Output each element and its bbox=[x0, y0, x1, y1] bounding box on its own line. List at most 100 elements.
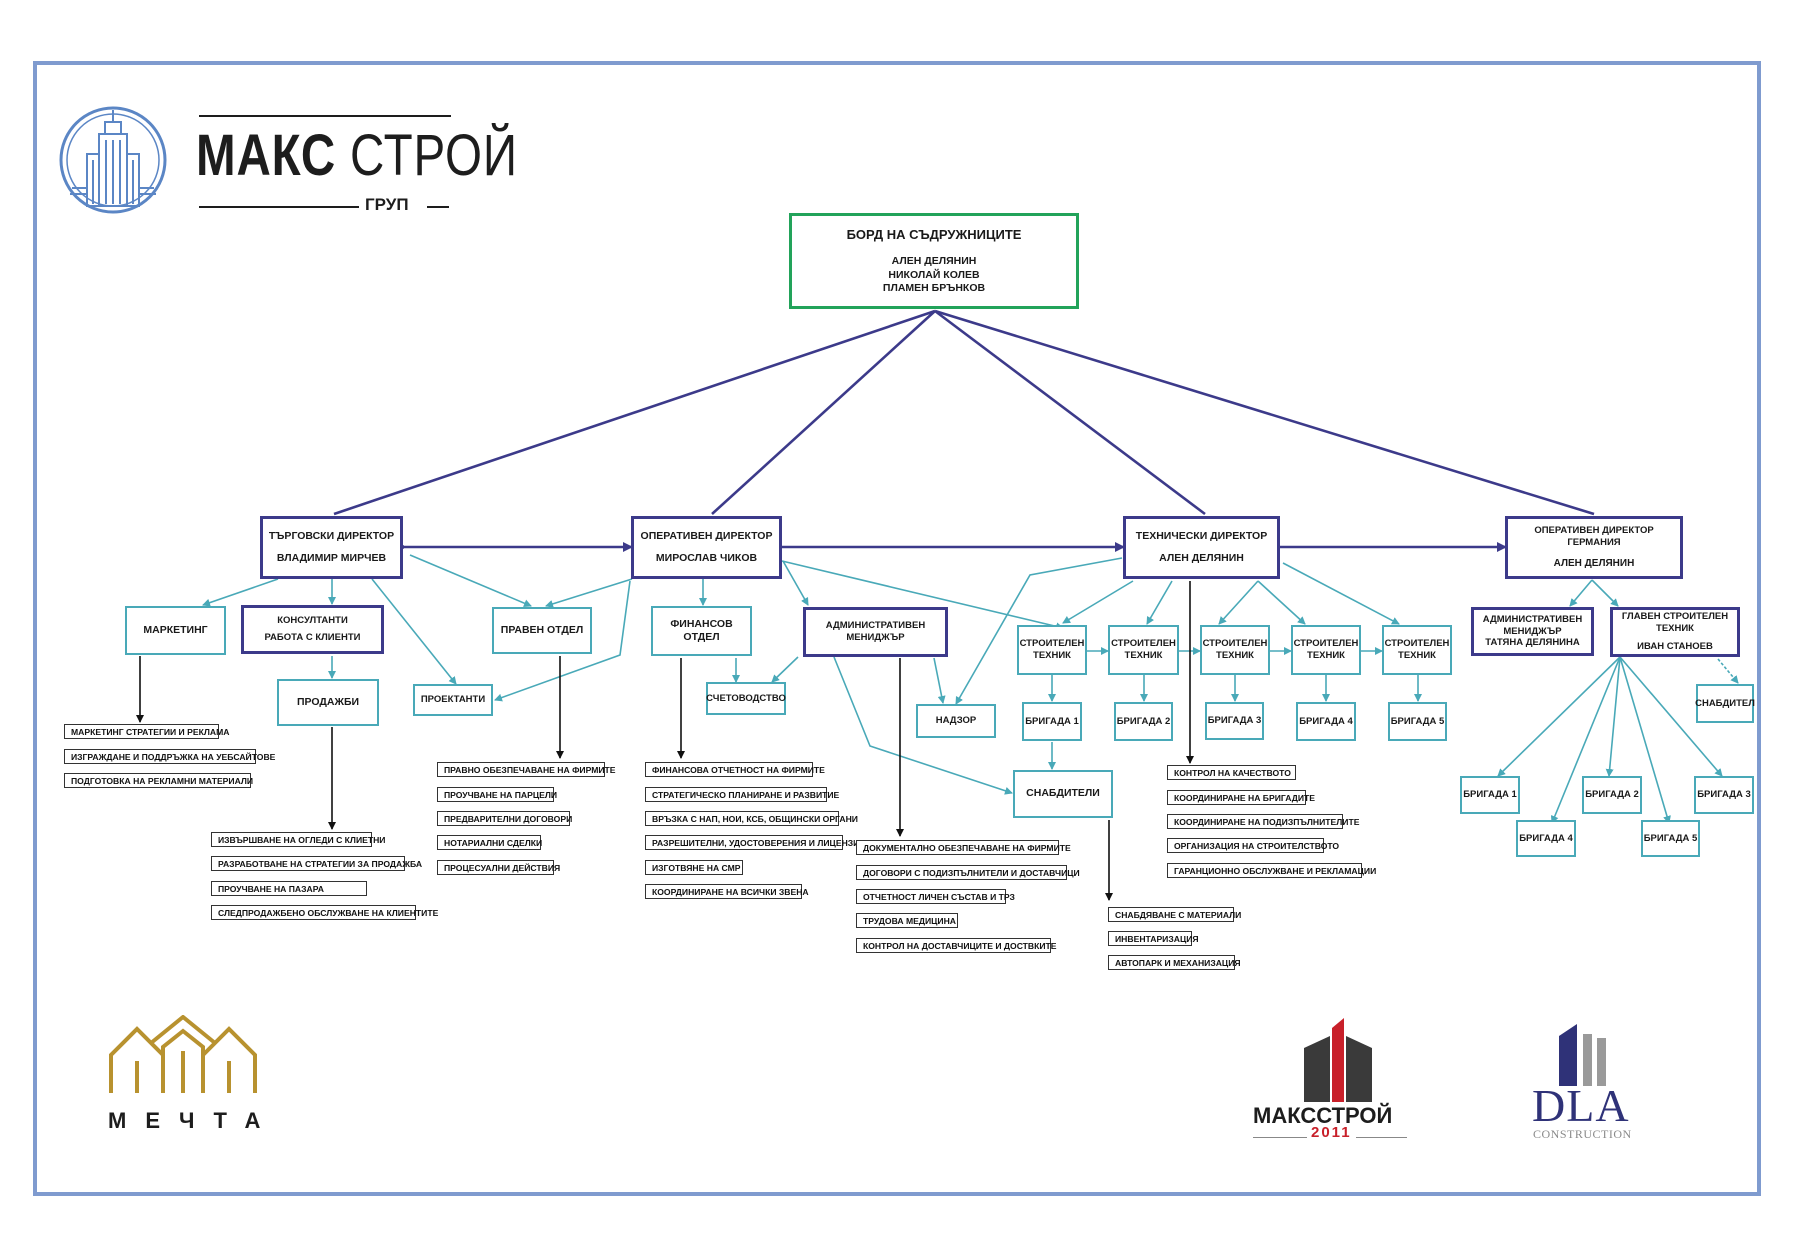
technical-director-box: ТЕХНИЧЕСКИ ДИРЕКТОР АЛЕН ДЕЛЯНИН bbox=[1123, 516, 1280, 579]
sales-box: ПРОДАЖБИ bbox=[277, 679, 379, 726]
list-item: КООРДИНИРАНЕ НА ВСИЧКИ ЗВЕНА bbox=[645, 884, 809, 899]
director-role: ОПЕРАТИВЕН ДИРЕКТОР ГЕРМАНИЯ bbox=[1534, 524, 1654, 548]
dla-logo-name: DLA bbox=[1532, 1080, 1630, 1131]
list-item: ОРГАНИЗАЦИЯ НА СТРОИТЕЛСТВОТО bbox=[1167, 838, 1339, 853]
dept-label: СТРОИТЕЛЕН bbox=[1293, 638, 1359, 650]
list-item: ИНВЕНТАРИЗАЦИЯ bbox=[1108, 931, 1199, 946]
dept-label: БРИГАДА 4 bbox=[1519, 832, 1573, 844]
de-brigade-box-1: БРИГАДА 1 bbox=[1460, 776, 1520, 814]
dla-logo-sub: CONSTRUCTION bbox=[1533, 1127, 1632, 1141]
logo-name-light: СТРОЙ bbox=[350, 123, 518, 188]
designers-box: ПРОЕКТАНТИ bbox=[413, 684, 493, 716]
list-item: ПРОУЧВАНЕ НА ПАЗАРА bbox=[211, 881, 367, 896]
maxstroy-2011-building-icon bbox=[1304, 1018, 1372, 1102]
director-role: ОПЕРАТИВЕН ДИРЕКТОР bbox=[640, 529, 773, 542]
list-item: ФИНАНСОВА ОТЧЕТНОСТ НА ФИРМИТЕ bbox=[645, 762, 825, 777]
dla-building-icon bbox=[1559, 1024, 1606, 1086]
de-brigade-box-4: БРИГАДА 4 bbox=[1516, 820, 1576, 857]
dept-label: ТЕХНИК bbox=[1216, 650, 1254, 661]
dept-label: ПРОДАЖБИ bbox=[296, 695, 360, 708]
maks-stroy-emblem bbox=[59, 106, 167, 214]
de-chief-technician-box: ГЛАВЕН СТРОИТЕЛЕН ТЕХНИК ИВАН СТАНОЕВ bbox=[1610, 607, 1740, 657]
brigade-box-5: БРИГАДА 5 bbox=[1388, 702, 1447, 741]
dept-label: ПРАВЕН ОТДЕЛ bbox=[500, 623, 584, 636]
commercial-director-box: ТЪРГОВСКИ ДИРЕКТОР ВЛАДИМИР МИРЧЕВ bbox=[260, 516, 403, 579]
header-logo-rule-left bbox=[199, 206, 359, 208]
list-item: ВРЪЗКА С НАП, НОИ, КСБ, ОБЩИНСКИ ОРГАНИ bbox=[645, 811, 858, 826]
supervision-box: НАДЗОР bbox=[916, 704, 996, 738]
dept-label: ФИНАНСОВ ОТДЕЛ bbox=[670, 617, 733, 643]
header-logo-rule-right bbox=[427, 206, 449, 208]
list-item: АВТОПАРК И МЕХАНИЗАЦИЯ bbox=[1108, 955, 1241, 970]
maxstroy-logo-name: МАКССТРОЙ bbox=[1253, 1103, 1393, 1128]
dept-label: СТРОИТЕЛЕН bbox=[1019, 638, 1085, 650]
dept-label: ПРОЕКТАНТИ bbox=[420, 694, 486, 706]
board-member: ПЛАМЕН БРЪНКОВ bbox=[882, 281, 986, 294]
list-item: ИЗГОТВЯНЕ НА СМР bbox=[645, 860, 743, 875]
dept-label: БРИГАДА 5 bbox=[1390, 715, 1445, 727]
list-item: РАЗРАБОТВАНЕ НА СТРАТЕГИИ ЗА ПРОДАЖБА bbox=[211, 856, 422, 871]
de-brigade-box-2: БРИГАДА 2 bbox=[1582, 776, 1642, 814]
legal-box: ПРАВЕН ОТДЕЛ bbox=[492, 607, 592, 654]
de-admin-manager-box: АДМИНИСТРАТИВЕН МЕНИДЖЪР ТАТЯНА ДЕЛЯНИНА bbox=[1471, 607, 1594, 656]
list-item: СНАБДЯВАНЕ С МАТЕРИАЛИ bbox=[1108, 907, 1241, 922]
dept-label: БРИГАДА 3 bbox=[1207, 715, 1262, 727]
dept-label: РАБОТА С КЛИЕНТИ bbox=[264, 632, 361, 643]
de-supplier-box: СНАБДИТЕЛ bbox=[1695, 684, 1755, 723]
dept-label: ГЛАВЕН СТРОИТЕЛЕН ТЕХНИК bbox=[1621, 610, 1729, 634]
dept-label: ТЕХНИК bbox=[1398, 650, 1436, 661]
dept-label: БРИГАДА 1 bbox=[1463, 789, 1517, 801]
director-name: АЛЕН ДЕЛЯНИН bbox=[1553, 557, 1635, 569]
admin-manager-box: АДМИНИСТРАТИВЕН МЕНИДЖЪР bbox=[803, 607, 948, 657]
list-item: ГАРАНЦИОННО ОБСЛУЖВАНЕ И РЕКЛАМАЦИИ bbox=[1167, 863, 1376, 878]
header-logo-rule-top bbox=[199, 115, 451, 117]
director-name: МИРОСЛАВ ЧИКОВ bbox=[655, 552, 758, 564]
germany-director-box: ОПЕРАТИВЕН ДИРЕКТОР ГЕРМАНИЯ АЛЕН ДЕЛЯНИ… bbox=[1505, 516, 1683, 579]
dept-label: КОНСУЛТАНТИ bbox=[277, 615, 348, 627]
dept-label: БРИГАДА 2 bbox=[1585, 789, 1639, 801]
list-item: ПРОУЧВАНЕ НА ПАРЦЕЛИ bbox=[437, 787, 557, 802]
list-item: ПРОЦЕСУАЛНИ ДЕЙСТВИЯ bbox=[437, 860, 560, 875]
brigade-box-4: БРИГАДА 4 bbox=[1296, 702, 1356, 741]
list-item: МАРКЕТИНГ СТРАТЕГИИ И РЕКЛАМА bbox=[64, 724, 229, 739]
dept-label: СТРОИТЕЛЕН bbox=[1111, 638, 1176, 650]
dept-label: ТЕХНИК bbox=[1124, 650, 1163, 661]
dept-label: БРИГАДА 5 bbox=[1643, 832, 1698, 844]
list-item: КООРДИНИРАНЕ НА БРИГАДИТЕ bbox=[1167, 790, 1315, 805]
list-item: КОНТРОЛ НА КАЧЕСТВОТО bbox=[1167, 765, 1296, 780]
list-item: ОТЧЕТНОСТ ЛИЧЕН СЪСТАВ И ТРЗ bbox=[856, 889, 1015, 904]
consultants-box: КОНСУЛТАНТИ РАБОТА С КЛИЕНТИ bbox=[241, 605, 384, 654]
list-item: ПОДГОТОВКА НА РЕКЛАМНИ МАТЕРИАЛИ bbox=[64, 773, 253, 788]
list-item: СТРАТЕГИЧЕСКО ПЛАНИРАНЕ И РАЗВИТИЕ bbox=[645, 787, 839, 802]
dept-label: ТЕХНИК bbox=[1307, 650, 1345, 661]
list-item: ИЗВЪРШВАНЕ НА ОГЛЕДИ С КЛИЕТНИ bbox=[211, 832, 386, 847]
director-role: ТЕХНИЧЕСКИ ДИРЕКТОР bbox=[1135, 529, 1268, 542]
dept-label: ТЕХНИК bbox=[1033, 650, 1071, 661]
list-item: ДОГОВОРИ С ПОДИЗПЪЛНИТЕЛИ И ДОСТАВЧИЦИ bbox=[856, 865, 1080, 880]
de-brigade-box-5: БРИГАДА 5 bbox=[1641, 820, 1700, 857]
list-item: ПРАВНО ОБЕЗПЕЧАВАНЕ НА ФИРМИТЕ bbox=[437, 762, 616, 777]
page-frame bbox=[33, 61, 1761, 1196]
dept-label: НАДЗОР bbox=[935, 715, 977, 727]
brigade-box-2: БРИГАДА 2 bbox=[1114, 702, 1173, 741]
board-member: НИКОЛАЙ КОЛЕВ bbox=[888, 268, 980, 281]
dept-label: БРИГАДА 2 bbox=[1116, 715, 1171, 727]
brigade-box-1: БРИГАДА 1 bbox=[1022, 702, 1082, 741]
dept-label: СНАБДИТЕЛИ bbox=[1026, 787, 1100, 800]
list-item: КООРДИНИРАНЕ НА ПОДИЗПЪЛНИТЕЛИТЕ bbox=[1167, 814, 1359, 829]
director-role: ТЪРГОВСКИ ДИРЕКТОР bbox=[268, 529, 395, 542]
board-title: БОРД НА СЪДРУЖНИЦИТЕ bbox=[846, 227, 1022, 243]
dept-label: СТРОИТЕЛЕН bbox=[1202, 638, 1268, 650]
dept-label: ТАТЯНА ДЕЛЯНИНА bbox=[1485, 637, 1580, 649]
list-item: КОНТРОЛ НА ДОСТАВЧИЦИТЕ И ДОСТВКИТЕ bbox=[856, 938, 1057, 953]
brigade-box-3: БРИГАДА 3 bbox=[1205, 702, 1264, 740]
list-item: ТРУДОВА МЕДИЦИНА bbox=[856, 913, 958, 928]
list-item: НОТАРИАЛНИ СДЕЛКИ bbox=[437, 835, 542, 850]
dept-label: МЕНИДЖЪР bbox=[1503, 625, 1562, 637]
list-item: ИЗГРАЖДАНЕ И ПОДДРЪЖКА НА УЕБСАЙТОВЕ bbox=[64, 749, 275, 764]
